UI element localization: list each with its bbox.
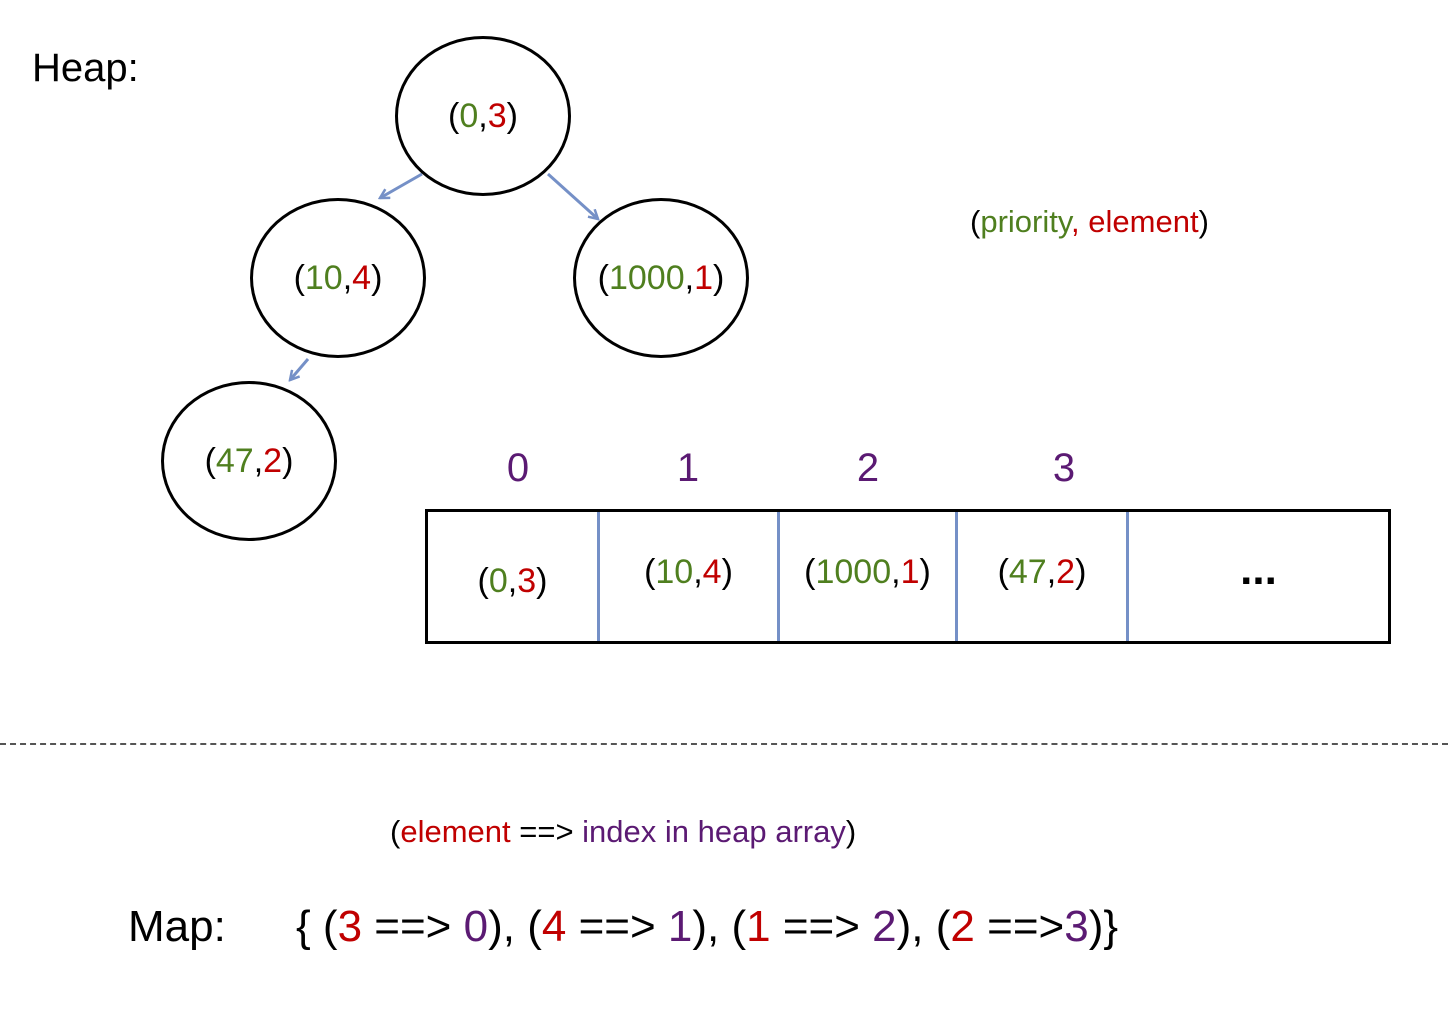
node-comma: ,: [478, 96, 488, 135]
map-entry-element: 4: [541, 902, 567, 951]
node-priority: 10: [304, 258, 343, 297]
cell-close-paren: ): [536, 562, 548, 600]
cell-comma: ,: [507, 562, 518, 600]
node-close-paren: ): [371, 258, 383, 297]
node-element: 3: [487, 96, 507, 135]
cell-close-paren: ): [721, 553, 733, 591]
cell-open-paren: (: [644, 553, 656, 591]
array-cell-3: (47, 2): [958, 512, 1129, 641]
map-entry-arrow: ==>: [974, 902, 1065, 951]
edge-0-1: [380, 172, 423, 200]
heap-label: Heap:: [32, 46, 139, 90]
array-index-1: 1: [676, 446, 700, 490]
map-entry-open: (: [322, 902, 338, 951]
cell-element: 1: [900, 553, 920, 591]
map-legend-close-paren: ): [845, 814, 857, 849]
map-content: { (3 ==> 0), (4 ==> 1), (1 ==> 2), (2 ==…: [296, 902, 1118, 952]
node-priority: 1000: [608, 258, 685, 297]
map-entry-arrow: ==>: [362, 902, 464, 951]
cell-element: 4: [702, 553, 722, 591]
heap-array: (0, 3) (10, 4) (1000, 1) (47, 2) ...: [425, 509, 1391, 644]
priority-element-legend: (priority, element): [970, 204, 1209, 240]
array-cell-2: (1000, 1): [780, 512, 958, 641]
node-priority: 47: [215, 441, 254, 480]
node-close-paren: ): [282, 441, 294, 480]
cell-element: 3: [517, 562, 537, 600]
edge-0-2: [546, 172, 598, 219]
node-comma: ,: [253, 441, 264, 480]
cell-comma: ,: [891, 553, 901, 591]
array-index-0: 0: [506, 446, 530, 490]
legend-open-paren: (: [970, 204, 981, 239]
map-entry-index: 0: [463, 902, 489, 951]
array-index-2: 2: [856, 446, 880, 490]
map-legend-element: element: [400, 814, 511, 849]
node-open-paren: (: [293, 258, 305, 297]
map-entry-close: ), (: [692, 902, 747, 951]
map-entry-close: ), (: [488, 902, 542, 951]
heap-node-3: (47, 2): [161, 381, 337, 541]
cell-close-paren: ): [919, 553, 931, 591]
cell-priority: 10: [655, 553, 694, 591]
map-entry-index: 3: [1064, 902, 1089, 951]
array-cell-1: (10, 4): [600, 512, 780, 641]
legend-sep: ,: [1071, 204, 1089, 239]
cell-priority: 1000: [815, 553, 892, 591]
map-entry-index: 2: [872, 902, 897, 951]
node-comma: ,: [342, 258, 353, 297]
edge-1-3: [290, 358, 310, 380]
map-entry-element: 2: [950, 902, 975, 951]
map-label: Map:: [128, 902, 226, 951]
node-element: 1: [694, 258, 713, 297]
cell-open-paren: (: [804, 553, 816, 591]
map-entry-arrow: ==>: [566, 902, 668, 951]
map-close-brace: }: [1103, 902, 1119, 951]
map-entry-element: 3: [337, 902, 363, 951]
cell-open-paren: (: [477, 562, 489, 600]
heap-node-0: (0, 3): [395, 36, 571, 196]
node-comma: ,: [684, 258, 695, 297]
legend-element: element: [1088, 204, 1199, 239]
node-close-paren: ): [713, 258, 725, 297]
array-cell-0: (0, 3): [428, 512, 600, 641]
node-element: 2: [263, 441, 283, 480]
node-open-paren: (: [597, 258, 609, 297]
node-element: 4: [352, 258, 372, 297]
node-priority: 0: [459, 96, 479, 135]
map-entry-element: 1: [746, 902, 771, 951]
array-cell-ellipsis: ...: [1240, 544, 1277, 594]
heap-node-2: (1000, 1): [573, 198, 749, 358]
map-open-brace: {: [296, 902, 323, 951]
legend-close-paren: ): [1198, 204, 1209, 239]
map-entry-index: 1: [667, 902, 693, 951]
node-close-paren: ): [506, 96, 518, 135]
node-open-paren: (: [204, 441, 216, 480]
cell-open-paren: (: [997, 553, 1009, 591]
heap-node-1: (10, 4): [250, 198, 426, 358]
cell-element: 2: [1056, 553, 1076, 591]
map-legend-arrow: ==>: [510, 814, 583, 849]
cell-close-paren: ): [1075, 553, 1087, 591]
map-entry-arrow: ==>: [770, 902, 873, 951]
cell-comma: ,: [693, 553, 703, 591]
map-legend-index: index in heap array: [582, 814, 846, 849]
cell-priority: 47: [1008, 553, 1047, 591]
node-open-paren: (: [448, 96, 460, 135]
array-index-3: 3: [1052, 446, 1076, 490]
map-legend-open-paren: (: [390, 814, 401, 849]
cell-priority: 0: [488, 562, 508, 600]
map-entry-close: ), (: [896, 902, 951, 951]
cell-comma: ,: [1046, 553, 1057, 591]
legend-priority: priority: [980, 204, 1072, 239]
map-entry-close: ): [1088, 902, 1104, 951]
section-divider: [0, 743, 1448, 745]
map-legend: (element ==> index in heap array): [390, 814, 856, 850]
